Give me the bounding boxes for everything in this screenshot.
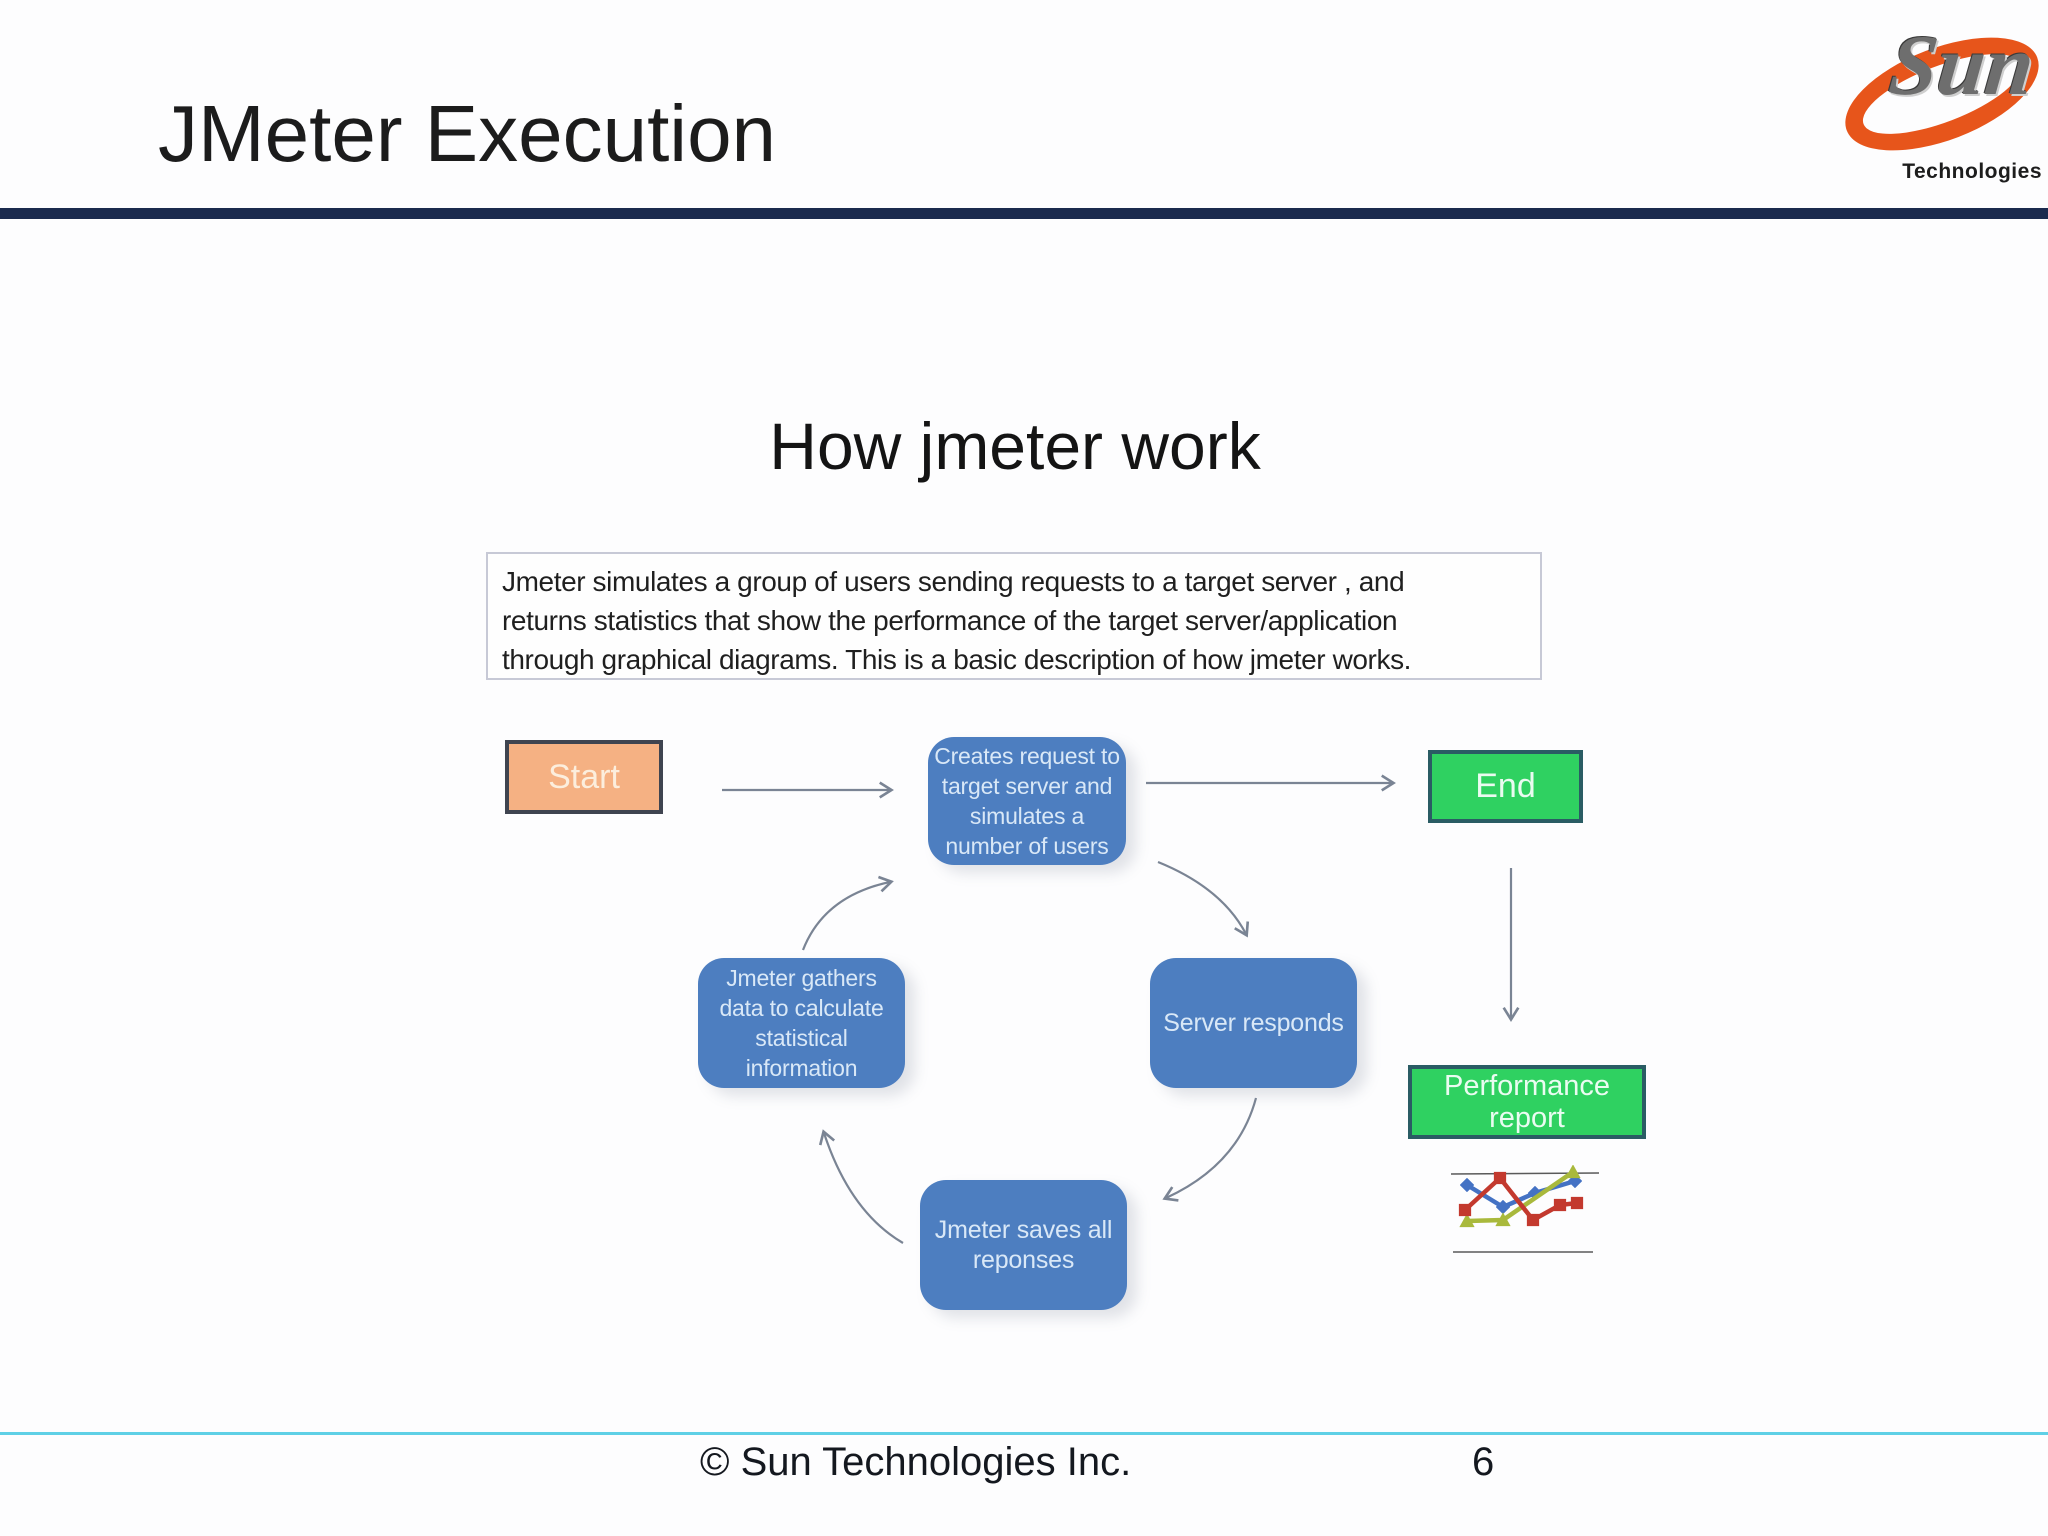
description-line: returns statistics that show the perform… <box>502 605 1398 636</box>
logo-subtitle: Technologies <box>1902 160 2042 183</box>
sun-technologies-logo: Sun Technologies <box>1830 14 2048 186</box>
flow-node-label: Server responds <box>1163 1009 1344 1037</box>
flow-node-label: End <box>1475 767 1536 805</box>
chart-top-line <box>1450 1172 1600 1175</box>
flow-node-label-line: target server and <box>941 773 1113 799</box>
flow-node-label-line: Jmeter gathers <box>726 965 877 991</box>
description-line: through graphical diagrams. This is a ba… <box>502 644 1412 675</box>
footer-copyright: © Sun Technologies Inc. <box>700 1440 1132 1484</box>
flow-node-label-line: statistical <box>755 1025 848 1051</box>
arrow-server-to-saves <box>1162 1097 1258 1202</box>
chart-series-red <box>1458 1171 1584 1227</box>
arrow-creates-to-server <box>1157 860 1250 938</box>
flow-node-label-line: information <box>745 1055 858 1081</box>
flow-node-gathers-data: Jmeter gathers data to calculate statist… <box>698 958 905 1088</box>
flow-node-label-line: report <box>1489 1102 1565 1134</box>
flow-node-label-line: reponses <box>972 1246 1075 1274</box>
description-box: Jmeter simulates a group of users sendin… <box>486 552 1542 680</box>
flow-node-label-line: simulates a <box>969 803 1085 829</box>
performance-chart-icon <box>1450 1165 1600 1253</box>
flow-node-label-line: data to calculate <box>719 995 884 1021</box>
arrow-gathers-to-creates <box>801 875 894 951</box>
section-heading: How jmeter work <box>769 409 1261 483</box>
flow-node-end: End <box>1428 750 1583 823</box>
flow-node-start: Start <box>505 740 663 814</box>
description-line: Jmeter simulates a group of users sendin… <box>502 566 1405 597</box>
logo-wordmark: Sun <box>1884 17 2039 113</box>
page-title: JMeter Execution <box>158 89 777 178</box>
arrow-saves-to-gathers <box>818 1129 904 1244</box>
flow-node-label-line: number of users <box>945 833 1109 859</box>
page-number: 6 <box>1472 1440 1495 1484</box>
flow-node-saves-responses: Jmeter saves all reponses <box>920 1180 1127 1310</box>
footer-divider <box>0 1432 2048 1435</box>
flow-node-label-line: Creates request to <box>934 743 1120 769</box>
header-divider <box>0 208 2048 219</box>
flow-node-label-line: Performance <box>1443 1070 1610 1102</box>
flow-node-server-responds: Server responds <box>1150 958 1357 1088</box>
flow-node-label: Start <box>548 757 620 796</box>
flow-node-label-line: Jmeter saves all <box>934 1216 1113 1244</box>
flow-node-creates-request: Creates request to target server and sim… <box>928 737 1126 865</box>
flow-node-performance-report: Performance report <box>1408 1065 1646 1139</box>
